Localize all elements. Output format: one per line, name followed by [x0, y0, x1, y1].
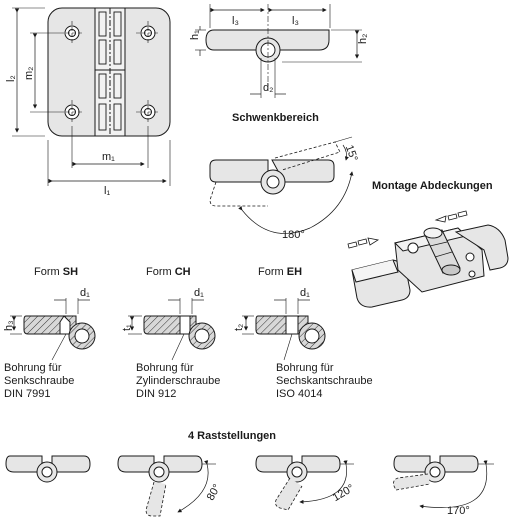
form-ch-note-line1: Bohrung für: [136, 362, 194, 374]
form-eh-note-line1: Bohrung für: [276, 362, 334, 374]
form-ch-section: [128, 298, 216, 361]
form-sh-section: [10, 298, 96, 361]
form-eh-title: Form EH: [258, 266, 302, 279]
form-sh-code: SH: [62, 266, 79, 278]
swivel-angle-15-label: 15°: [343, 143, 360, 163]
detent-position-80: [117, 455, 216, 517]
detent-position-0: [5, 455, 91, 483]
form-ch-code: CH: [174, 266, 191, 278]
form-ch-note-line3: DIN 912: [136, 388, 177, 400]
form-ch-title: Form CH: [146, 266, 191, 279]
right-arrow-icon: [434, 210, 468, 223]
detent-position-170: [393, 455, 494, 509]
form-eh-section: [242, 298, 326, 361]
detent-angle-120-label: 120°: [331, 482, 357, 504]
form-sh-note-line2: Senkschraube: [4, 375, 75, 387]
form-sh-note-line1: Bohrung für: [4, 362, 62, 374]
cover-mounting-title: Montage Abdeckungen: [372, 180, 493, 192]
cover-assembly-illustration: [347, 210, 509, 308]
dim-m1-label: m₁: [102, 151, 115, 163]
dim-h1-label: h₁: [189, 30, 201, 40]
form-sh-note-line3: DIN 7991: [4, 388, 51, 400]
swivel-range-diagram: [209, 136, 354, 234]
dim-l3-left-label: l₃: [232, 15, 239, 27]
form-sh-title: Form SH: [34, 266, 78, 279]
dim-h2-label: h₂: [357, 34, 369, 44]
dim-l1-label: l₁: [104, 185, 110, 197]
form-sh-d1-label: d₁: [80, 287, 90, 299]
dim-d2-label: d₂: [263, 82, 273, 94]
detent-positions-title: 4 Raststellungen: [188, 430, 277, 442]
form-eh-t2-label: t₂: [233, 324, 245, 331]
dim-l2-label: l₂: [5, 75, 17, 82]
form-eh-prefix: Form: [258, 266, 287, 278]
dim-l3-right-label: l₃: [292, 15, 299, 27]
detent-angle-170-label: 170°: [447, 505, 470, 517]
front-view: [12, 7, 171, 186]
detent-position-120: [255, 455, 354, 511]
form-eh-note-line2: Sechskantschraube: [276, 375, 373, 387]
side-view: [195, 4, 362, 98]
form-sh-h3-label: h₃: [3, 320, 15, 331]
form-ch-prefix: Form: [146, 266, 175, 278]
form-eh-code: EH: [286, 266, 303, 278]
form-eh-note-line3: ISO 4014: [276, 388, 323, 400]
dim-m2-label: m₂: [23, 67, 35, 80]
swivel-angle-180-label: 180°: [282, 229, 305, 241]
form-ch-note-line2: Zylinderschraube: [136, 375, 221, 387]
form-eh-d1-label: d₁: [300, 287, 310, 299]
left-arrow-icon: [347, 237, 380, 249]
form-ch-d1-label: d₁: [194, 287, 204, 299]
detent-angle-80-label: 80°: [205, 482, 224, 502]
form-ch-t1-label: t₁: [121, 324, 133, 331]
swivel-range-title: Schwenkbereich: [232, 112, 319, 124]
form-sh-prefix: Form: [34, 266, 63, 278]
